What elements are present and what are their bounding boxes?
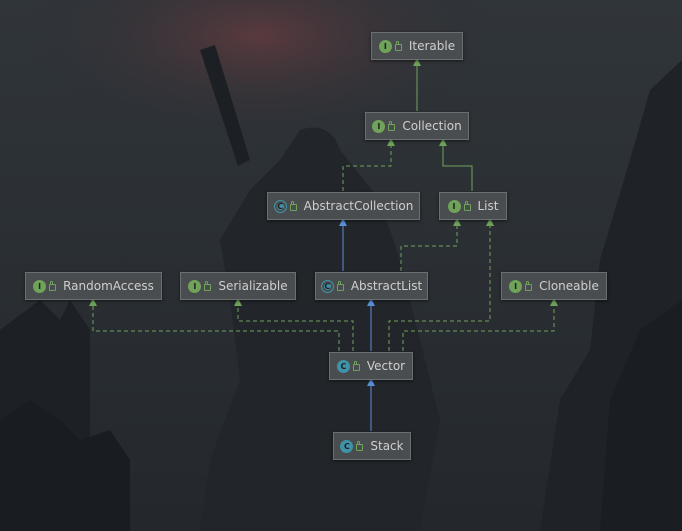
node-abstract-collection[interactable]: C AbstractCollection (267, 192, 420, 220)
node-label: Vector (366, 359, 406, 373)
edge-abstractlist-list (400, 218, 461, 271)
node-label: Cloneable (539, 279, 599, 293)
node-label: RandomAccess (63, 279, 154, 293)
lock-icon (204, 281, 212, 291)
edge-vector-list (388, 218, 494, 351)
node-abstract-list[interactable]: C AbstractList (315, 272, 428, 300)
node-label: Collection (402, 119, 462, 133)
abstract-class-icon: C (320, 279, 334, 293)
interface-icon: I (378, 39, 392, 53)
edge-vector-cloneable (402, 298, 558, 351)
node-label: List (477, 199, 499, 213)
node-label: Iterable (408, 39, 456, 53)
lock-icon (525, 281, 533, 291)
interface-icon: I (33, 279, 47, 293)
node-label: AbstractCollection (303, 199, 414, 213)
interface-icon: I (372, 119, 386, 133)
node-random-access[interactable]: I RandomAccess (25, 272, 162, 300)
edge-vector-serializable (234, 298, 354, 351)
node-label: Stack (370, 439, 404, 453)
node-serializable[interactable]: I Serializable (180, 272, 296, 300)
edge-list-collection (439, 138, 473, 191)
lock-icon (352, 361, 360, 371)
lock-icon (463, 201, 471, 211)
node-label: Serializable (218, 279, 288, 293)
lock-icon (356, 441, 364, 451)
lock-icon (289, 201, 297, 211)
interface-icon: I (188, 279, 202, 293)
edge-vector-randomaccess (89, 298, 340, 351)
node-stack[interactable]: C Stack (333, 432, 411, 460)
class-icon: C (336, 359, 350, 373)
node-vector[interactable]: C Vector (329, 352, 413, 380)
interface-icon: I (447, 199, 461, 213)
lock-icon (336, 281, 344, 291)
node-iterable[interactable]: I Iterable (371, 32, 463, 60)
node-list[interactable]: I List (439, 192, 507, 220)
edge-abstractcollection-collection (342, 138, 395, 191)
lock-icon (49, 281, 57, 291)
lock-icon (394, 41, 402, 51)
node-cloneable[interactable]: I Cloneable (501, 272, 607, 300)
lock-icon (388, 121, 396, 131)
abstract-class-icon: C (273, 199, 287, 213)
node-collection[interactable]: I Collection (365, 112, 469, 140)
interface-icon: I (509, 279, 523, 293)
class-icon: C (340, 439, 354, 453)
node-label: AbstractList (350, 279, 423, 293)
